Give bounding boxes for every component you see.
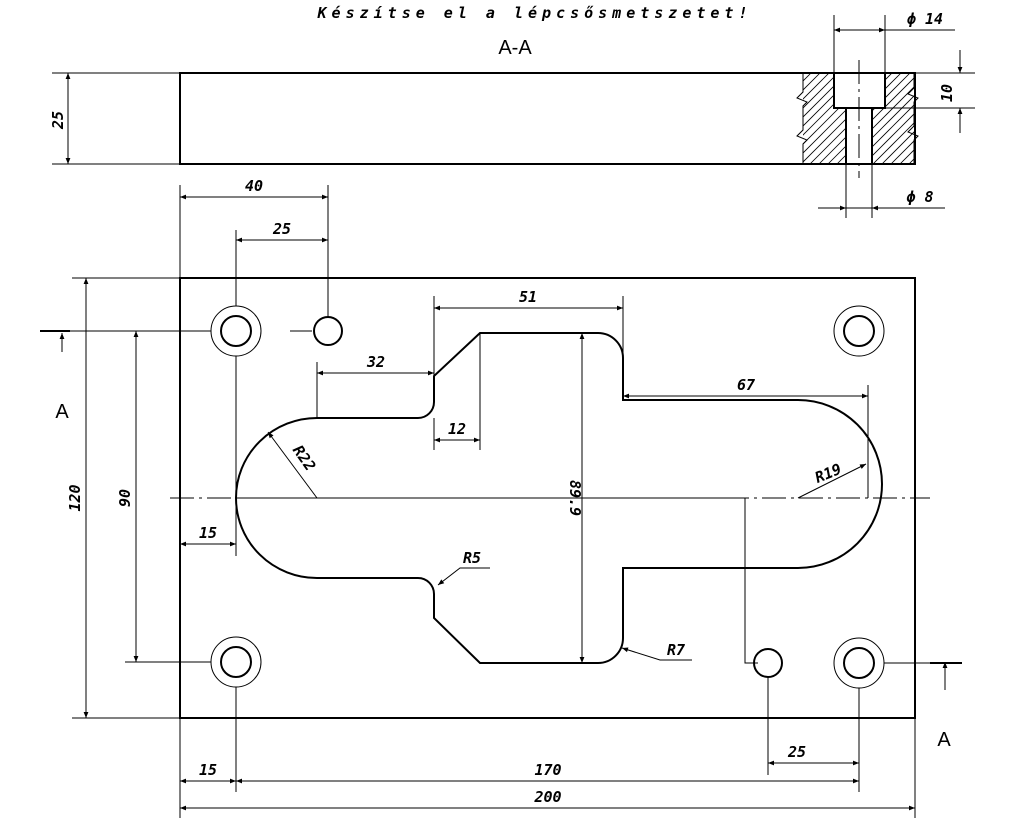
hatch-line (832, 74, 914, 163)
hole-top-left (210, 305, 262, 357)
leader-r22 (267, 431, 318, 499)
dim-hole-offset-x: 40 (245, 177, 263, 195)
dim-counterbore-diameter: ϕ 14 (907, 10, 943, 28)
hole-bottom-right (833, 637, 885, 689)
section-hatching (680, 68, 1017, 168)
dim-bottom-15: 15 (199, 761, 217, 779)
dim-height-90: 90 (116, 489, 134, 507)
hatch-line (895, 74, 914, 163)
break-line-right (907, 74, 919, 163)
section-view: 25 ϕ 14 10 ϕ 8 (49, 10, 1017, 218)
dim-width-67: 67 (737, 376, 755, 394)
hatch-line (689, 68, 789, 168)
section-title: A-A (498, 37, 532, 59)
dim-offset-32: 32 (366, 353, 385, 371)
hatch-line (803, 74, 871, 163)
hatch-line (805, 74, 907, 163)
hatch-line (698, 68, 798, 168)
dim-height-120: 120 (66, 484, 84, 511)
hatch-line (932, 68, 1017, 168)
dim-slot-height: 89.9 (566, 480, 584, 516)
hatch-line (841, 74, 914, 163)
dim-radius-19: R19 (812, 460, 844, 487)
dim-slot-width: 51 (519, 288, 537, 306)
dim-hole-diameter: ϕ 8 (906, 188, 933, 206)
hatch-line (877, 74, 914, 163)
section-cut-line (235, 356, 758, 664)
hatch-line (803, 74, 844, 163)
hole-bottom-left (210, 636, 262, 688)
dim-total-200: 200 (533, 788, 561, 806)
dim-span-170: 170 (534, 761, 561, 779)
plan-view: A A 40 25 51 32 12 67 120 (40, 177, 962, 818)
section-mark-right: A (937, 729, 951, 751)
dim-left-15: 15 (199, 524, 217, 542)
hatch-line (859, 74, 914, 163)
hole-top-right (833, 305, 885, 357)
hatch-line (850, 74, 914, 163)
central-cutout (235, 332, 883, 664)
hatch-line (913, 74, 914, 163)
hole-outline (845, 108, 873, 164)
dim-radius-7: R7 (667, 641, 685, 659)
dim-radius-22: R22 (289, 442, 319, 475)
hatch-line (814, 74, 914, 163)
small-hole-bottom (753, 648, 783, 678)
hatch-line (904, 74, 914, 163)
small-hole-top (313, 316, 343, 346)
hatch-line (923, 68, 1017, 168)
leader-r19 (797, 463, 867, 499)
dim-counterbore-depth: 10 (938, 84, 956, 102)
dim-chamfer-12: 12 (448, 420, 466, 438)
hatch-line (803, 74, 880, 163)
dim-small-hole-offset: 25 (272, 220, 291, 238)
hatch-line (803, 74, 853, 163)
hatch-line (868, 74, 914, 163)
hatch-line (803, 74, 808, 163)
dim-right-25: 25 (787, 743, 806, 761)
section-mark-left: A (55, 401, 69, 423)
hatch-line (680, 68, 780, 168)
dim-thickness: 25 (49, 111, 67, 130)
hatch-line (886, 74, 914, 163)
drawing-title: Készítse el a lépcsősmetszetet! (317, 4, 753, 22)
hatch-line (803, 74, 826, 163)
leader-r7 (621, 647, 692, 661)
break-line-left (796, 74, 808, 163)
dim-radius-5: R5 (463, 549, 481, 567)
section-outline (179, 72, 916, 165)
hatch-line (823, 74, 914, 163)
hatch-line (803, 74, 835, 163)
hatch-line (803, 74, 817, 163)
leader-r5 (437, 567, 490, 586)
